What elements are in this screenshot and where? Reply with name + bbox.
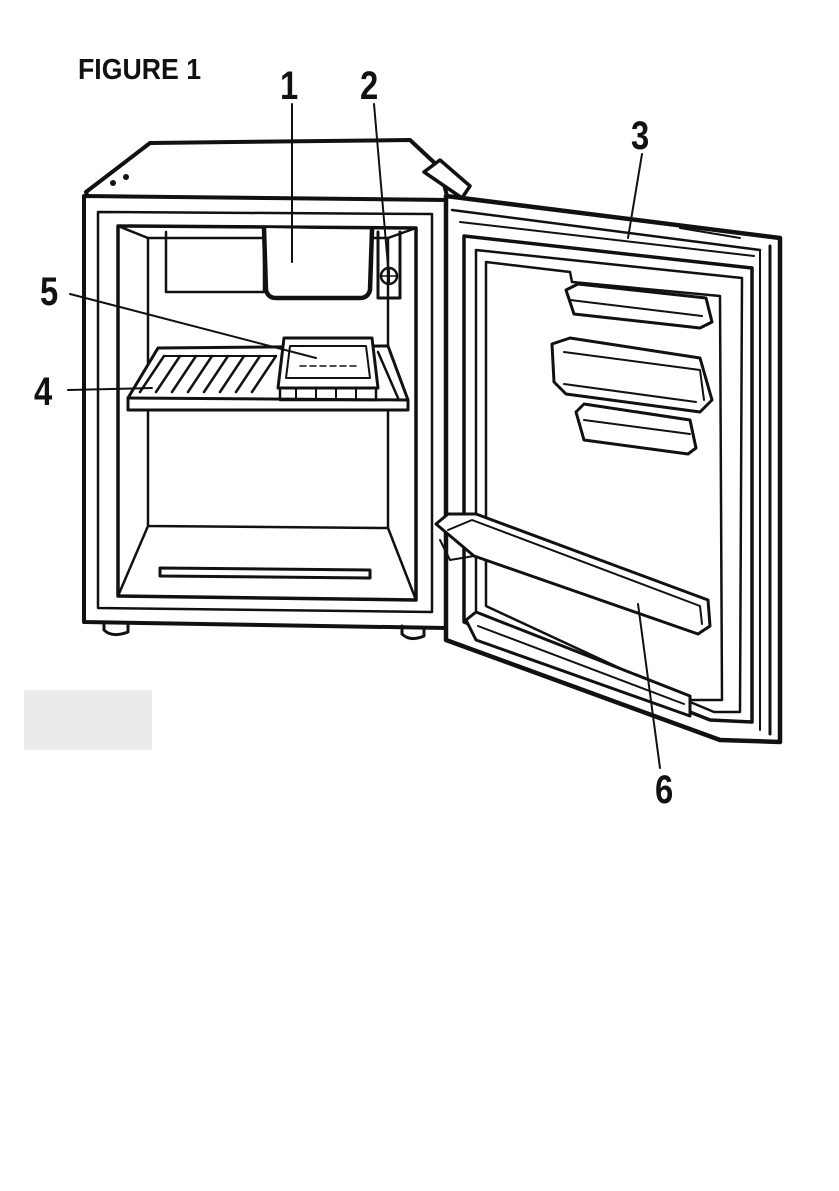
figure-title: FIGURE 1: [78, 54, 201, 87]
scan-smudge: [24, 690, 152, 750]
callout-number-2: 2: [360, 66, 378, 106]
callout-number-6: 6: [655, 770, 673, 810]
fridge-door: [446, 196, 780, 742]
callout-number-5: 5: [40, 272, 58, 312]
callout-number-4: 4: [34, 372, 52, 412]
callout-number-3: 3: [631, 116, 649, 156]
callout-number-1: 1: [280, 66, 298, 106]
